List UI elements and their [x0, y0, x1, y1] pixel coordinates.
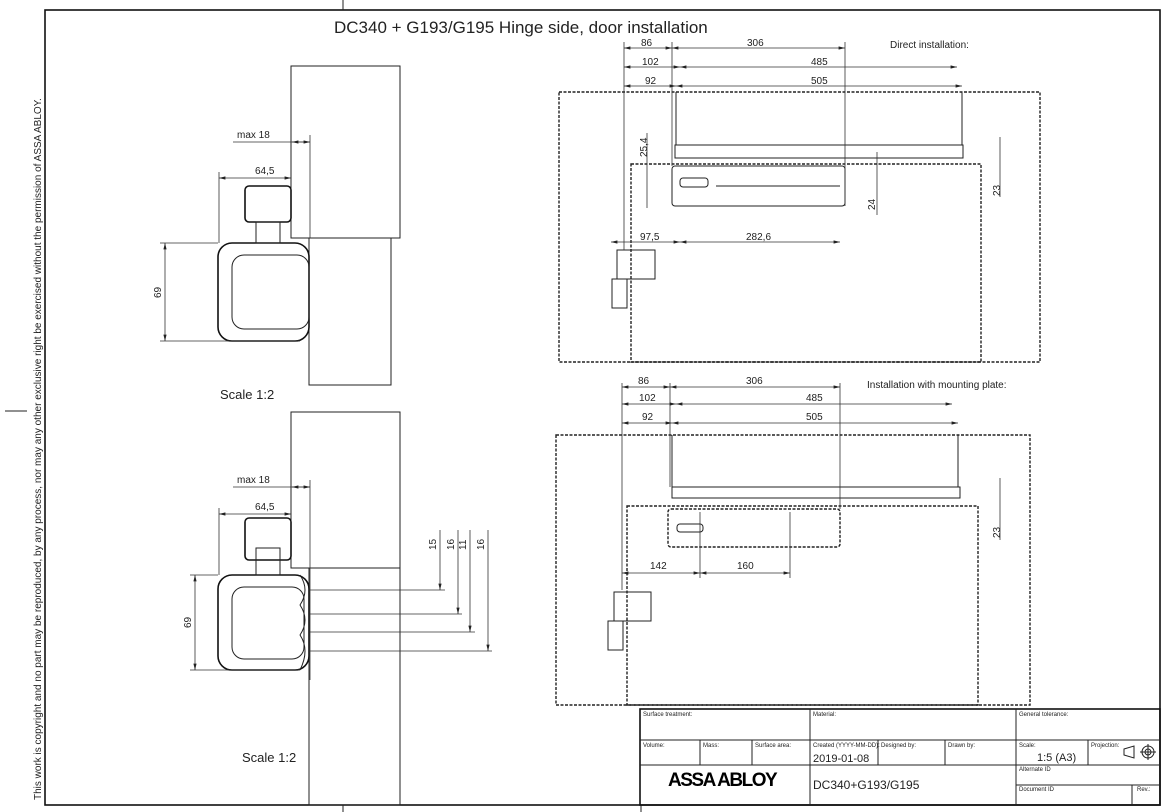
scale-label: Scale 1:2 — [242, 750, 296, 765]
dimension-label: Material: — [813, 712, 836, 718]
brand-plate — [679, 177, 709, 188]
part-number: DC340+G193/G195 — [813, 778, 920, 792]
dim-max18: max 18 — [237, 475, 270, 486]
created-date: 2019-01-08 — [813, 753, 869, 765]
side-view-bottom: max 18 64,5 69 15 16 11 16 Scale 1:2 — [183, 411, 492, 806]
wall-section — [290, 411, 401, 569]
dimension-label: Projection: — [1091, 743, 1120, 749]
dimension-label: 25,4 — [639, 137, 650, 157]
dimension-label: 282,6 — [746, 232, 771, 243]
dimension-label: 142 — [650, 561, 667, 572]
view-label: Direct installation: — [890, 40, 969, 51]
dimension-label: 485 — [806, 393, 823, 404]
dimension-label: 23 — [992, 526, 1003, 538]
hinge — [616, 249, 656, 280]
door-outline — [630, 163, 982, 363]
dim-max18: max 18 — [237, 130, 270, 141]
dimension-label: Rev.: — [1137, 787, 1151, 793]
dimension-label: 86 — [638, 376, 650, 387]
side-view-top: max 18 64,5 69 Scale 1:2 — [153, 65, 401, 402]
dimension-label: Drawn by: — [948, 743, 975, 749]
dim-hole: 16 — [446, 538, 457, 550]
view-label: Installation with mounting plate: — [867, 380, 1007, 391]
drawing-title: DC340 + G193/G195 Hinge side, door insta… — [334, 18, 708, 37]
copyright-notice: This work is copyright and no part may b… — [33, 98, 44, 800]
dim-hole: 15 — [428, 538, 439, 550]
dimension-label: 485 — [811, 57, 828, 68]
door-section — [308, 567, 401, 806]
dim-hole: 11 — [458, 539, 469, 550]
assa-abloy-logo: ASSA ABLOY — [668, 770, 778, 791]
arm-shoe — [244, 517, 292, 561]
dimension-label: 97,5 — [640, 232, 660, 243]
dimension-label: 86 — [641, 38, 653, 49]
dimension-label: 92 — [645, 76, 657, 87]
dimension-label: 160 — [737, 561, 754, 572]
brand-plate — [676, 523, 704, 533]
scale-value: 1:5 (A3) — [1037, 752, 1076, 764]
dimension-label: Mass: — [703, 743, 719, 749]
mounting-plate — [667, 508, 841, 548]
wall-section — [290, 65, 401, 239]
door-outline — [626, 505, 979, 706]
hinge — [613, 591, 652, 622]
dimension-label: 92 — [642, 412, 654, 423]
dimension-label: 23 — [992, 184, 1003, 196]
dim-69: 69 — [183, 616, 194, 628]
scale-label: Scale 1:2 — [220, 387, 274, 402]
drawing-frame — [44, 9, 1161, 806]
dim-hole: 16 — [476, 538, 487, 550]
dimension-label: 306 — [747, 38, 764, 49]
title-block: Surface treatment: Material: General tol… — [639, 708, 1161, 806]
dimension-label: Designed by: — [881, 743, 916, 749]
dimension-label: 102 — [642, 57, 659, 68]
dim-64-5: 64,5 — [255, 166, 275, 177]
dimension-label: 24 — [867, 198, 878, 210]
dimension-label: Surface area: — [755, 743, 791, 749]
arm-track — [674, 144, 964, 159]
dimension-label: Surface treatment: — [643, 712, 693, 718]
arm-track — [671, 486, 961, 499]
dimension-label: Created (YYYY-MM-DD): — [813, 743, 880, 749]
dimension-label: Scale: — [1019, 743, 1036, 749]
dim-69: 69 — [153, 286, 164, 298]
dimension-label: General tolerance: — [1019, 712, 1069, 718]
door-section — [308, 237, 392, 386]
dimension-label: 306 — [746, 376, 763, 387]
dimension-label: Document ID — [1019, 787, 1055, 793]
projection-icon — [1123, 744, 1156, 760]
arm-shoe — [244, 185, 292, 223]
dimension-label: Volume: — [643, 743, 665, 749]
dimension-label: Alternate ID — [1019, 767, 1051, 773]
dimension-label: 102 — [639, 393, 656, 404]
dim-64-5: 64,5 — [255, 502, 275, 513]
dimension-label: 505 — [806, 412, 823, 423]
dimension-label: 505 — [811, 76, 828, 87]
